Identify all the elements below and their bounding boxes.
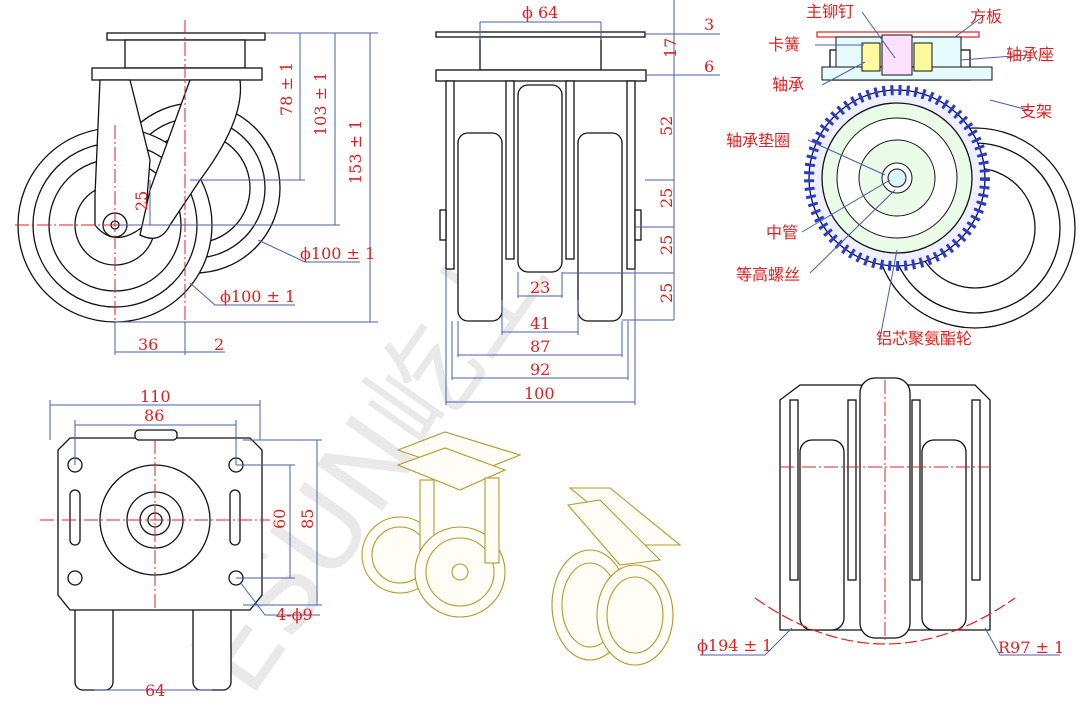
dim-17: 17 — [661, 38, 680, 58]
dim-6: 6 — [704, 57, 714, 76]
dim-41: 41 — [530, 314, 550, 333]
isometric-view-front — [361, 431, 522, 618]
side-view: 78 ± 1 103 ± 1 153 ± 1 25 ϕ100 ± 1 ϕ100 … — [15, 20, 378, 355]
label-polyurethane-wheel: 铝芯聚氨酯轮 — [876, 329, 972, 348]
dim-phi-64: ϕ 64 — [522, 3, 558, 22]
label-center-tube: 中管 — [766, 223, 798, 242]
dim-92: 92 — [530, 360, 550, 379]
dim-23: 23 — [530, 278, 550, 297]
front-wheel-diameter: ϕ100 ± 1 — [220, 287, 295, 306]
section-view: 主铆钉 方板 卡簧 轴承座 轴承 支架 轴承垫圈 中管 等高螺丝 铝芯聚氨酯轮 — [726, 2, 1076, 348]
label-shoulder-bolt: 等高螺丝 — [736, 265, 800, 284]
dim-25-a: 25 — [657, 188, 676, 208]
dim-103: 103 ± 1 — [311, 72, 330, 136]
dim-25: 25 — [132, 191, 151, 211]
dim-110: 110 — [140, 387, 171, 406]
front-view: ϕ 64 3 17 6 52 25 25 25 23 41 87 92 100 — [435, 0, 720, 405]
label-bearing-seat: 轴承座 — [1006, 45, 1054, 64]
dim-52: 52 — [657, 116, 676, 136]
rear-wheel-diameter: ϕ100 ± 1 — [300, 244, 375, 263]
label-top-plate: 方板 — [970, 7, 1002, 26]
label-bracket: 支架 — [1020, 102, 1052, 121]
rear-view: ϕ194 ± 1 R97 ± 1 — [697, 377, 1064, 657]
top-view: 110 86 60 85 4-ϕ9 64 — [40, 387, 322, 700]
label-bearing: 轴承 — [772, 75, 804, 94]
isometric-view-rear — [551, 487, 682, 666]
dim-86: 86 — [144, 406, 164, 425]
dim-3: 3 — [704, 15, 714, 34]
mounting-holes: 4-ϕ9 — [276, 605, 313, 624]
dim-85: 85 — [298, 509, 317, 529]
dim-78: 78 ± 1 — [277, 62, 296, 116]
dim-100: 100 — [524, 384, 555, 403]
dim-87: 87 — [530, 337, 550, 356]
dim-60: 60 — [270, 509, 289, 529]
swivel-diameter: ϕ194 ± 1 — [697, 636, 772, 655]
dim-25-c: 25 — [657, 283, 676, 303]
dim-64: 64 — [145, 681, 165, 700]
dim-36: 36 — [138, 335, 158, 354]
swivel-radius: R97 ± 1 — [998, 638, 1064, 657]
label-circlip: 卡簧 — [768, 35, 800, 54]
dim-2: 2 — [214, 335, 224, 354]
label-bearing-washer: 轴承垫圈 — [726, 131, 790, 150]
dim-153: 153 ± 1 — [346, 120, 365, 184]
dim-25-b: 25 — [657, 235, 676, 255]
label-main-rivet: 主铆钉 — [806, 2, 854, 21]
